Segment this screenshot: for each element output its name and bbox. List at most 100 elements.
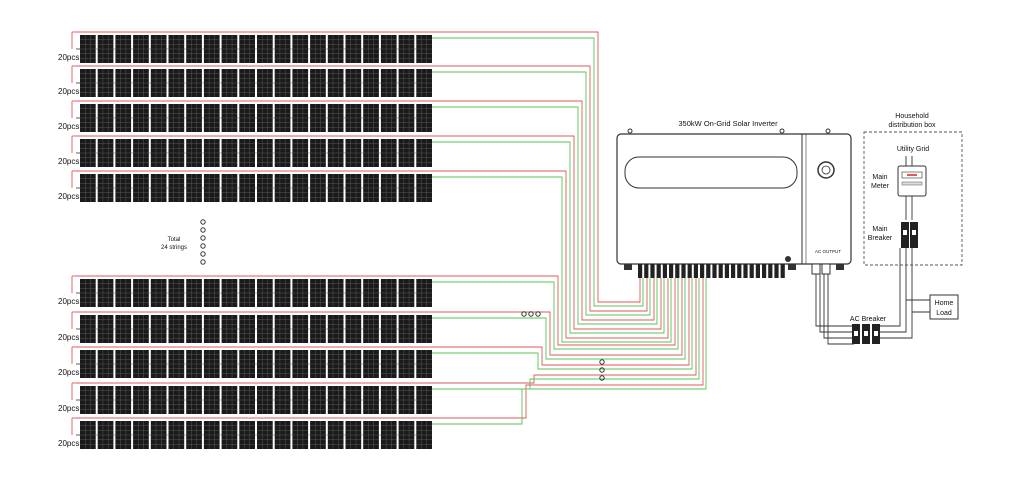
home-load-label-line2: Load xyxy=(936,310,952,317)
solar-panel-icon xyxy=(203,104,222,132)
solar-panel-icon xyxy=(168,315,187,343)
solar-panel-icon xyxy=(327,104,346,132)
solar-panel-icon xyxy=(363,315,381,343)
solar-panel-icon xyxy=(310,279,328,307)
solar-panel-icon xyxy=(416,315,432,343)
solar-panel-icon xyxy=(150,69,169,97)
solar-panel-icon xyxy=(239,421,257,449)
solar-panel-icon xyxy=(310,104,328,132)
solar-panel-icon xyxy=(115,279,134,307)
pv-string-row: 20pcs xyxy=(58,386,432,414)
solar-panel-icon xyxy=(398,139,417,167)
solar-panel-icon xyxy=(80,279,98,307)
total-strings-label: Total xyxy=(168,237,181,243)
solar-panel-icon xyxy=(274,104,293,132)
solar-panel-icon xyxy=(363,35,381,63)
solar-panel-icon xyxy=(221,35,240,63)
solar-panel-icon xyxy=(133,350,151,378)
solar-panel-icon xyxy=(257,104,275,132)
solar-panel-icon xyxy=(239,35,257,63)
solar-panel-icon xyxy=(363,174,381,202)
solar-panel-icon xyxy=(150,139,169,167)
solar-panel-icon xyxy=(80,315,98,343)
solar-panel-icon xyxy=(363,386,381,414)
meter-icon xyxy=(897,165,927,197)
solar-panel-icon xyxy=(133,315,151,343)
solar-panel-icon xyxy=(221,421,240,449)
solar-panel-icon xyxy=(186,174,204,202)
solar-panel-icon xyxy=(133,104,151,132)
pv-string-row: 20pcs xyxy=(58,350,432,378)
solar-panel-icon xyxy=(115,386,134,414)
solar-panel-icon xyxy=(203,421,222,449)
solar-panel-icon xyxy=(239,104,257,132)
string-count-label: 20pcs xyxy=(58,53,79,62)
solar-panel-icon xyxy=(363,350,381,378)
solar-panel-icon xyxy=(292,350,311,378)
solar-panel-icon xyxy=(416,104,432,132)
solar-panel-icon xyxy=(115,421,134,449)
solar-panel-icon xyxy=(274,139,293,167)
solar-panel-icon xyxy=(97,35,116,63)
solar-panel-icon xyxy=(150,386,169,414)
string-count-label: 20pcs xyxy=(58,404,79,413)
solar-panel-icon xyxy=(380,139,399,167)
solar-panel-icon xyxy=(310,386,328,414)
solar-panel-icon xyxy=(292,174,311,202)
home-load-label: Home xyxy=(935,300,954,307)
solar-panel-icon xyxy=(80,421,98,449)
solar-panel-icon xyxy=(345,139,364,167)
dc-input-connectors xyxy=(638,264,785,278)
solar-panel-icon xyxy=(221,104,240,132)
solar-panel-icon xyxy=(150,104,169,132)
solar-panel-icon xyxy=(398,421,417,449)
solar-panel-icon xyxy=(292,421,311,449)
solar-panel-icon xyxy=(97,315,116,343)
solar-panel-icon xyxy=(274,315,293,343)
ac-breaker-label: AC Breaker xyxy=(850,316,887,323)
solar-panel-icon xyxy=(416,35,432,63)
solar-panel-icon xyxy=(327,315,346,343)
solar-panel-icon xyxy=(97,174,116,202)
string-wiring xyxy=(71,31,707,435)
solar-panel-icon xyxy=(310,69,328,97)
solar-panel-icon xyxy=(327,174,346,202)
solar-panel-icon xyxy=(186,139,204,167)
solar-panel-icon xyxy=(221,386,240,414)
pv-string-row: 20pcs xyxy=(58,174,432,202)
utility-grid-label: Utility Grid xyxy=(897,146,929,153)
solar-panel-icon xyxy=(292,104,311,132)
solar-panel-icon xyxy=(257,174,275,202)
home-load: Home Load xyxy=(929,294,959,320)
solar-panel-icon xyxy=(221,139,240,167)
solar-panel-icon xyxy=(168,279,187,307)
solar-panel-icon xyxy=(292,279,311,307)
solar-panel-icon xyxy=(380,350,399,378)
pv-string-row: 20pcs xyxy=(58,104,432,132)
solar-panel-icon xyxy=(292,35,311,63)
solar-panel-icon xyxy=(186,421,204,449)
solar-panel-icon xyxy=(168,35,187,63)
solar-panel-icon xyxy=(80,35,98,63)
string-count-label: 20pcs xyxy=(58,333,79,342)
solar-panel-icon xyxy=(80,69,98,97)
string-count-label: 20pcs xyxy=(58,368,79,377)
solar-panel-icon xyxy=(239,174,257,202)
household-title-line2: distribution box xyxy=(888,122,936,129)
solar-panel-icon xyxy=(115,139,134,167)
solar-panel-icon xyxy=(257,386,275,414)
solar-panel-icon xyxy=(310,350,328,378)
solar-panel-icon xyxy=(310,174,328,202)
solar-panel-icon xyxy=(80,350,98,378)
breaker-icon xyxy=(901,222,918,248)
pv-string-row: 20pcs xyxy=(58,35,432,63)
solar-panel-icon xyxy=(416,69,432,97)
solar-panel-icon xyxy=(186,35,204,63)
solar-panel-icon xyxy=(203,315,222,343)
solar-panel-icon xyxy=(345,174,364,202)
inverter-display-icon xyxy=(817,161,835,179)
solar-panel-icon xyxy=(257,69,275,97)
solar-panel-icon xyxy=(363,139,381,167)
pv-string-row: 20pcs xyxy=(58,315,432,343)
string-count-label: 20pcs xyxy=(58,439,79,448)
